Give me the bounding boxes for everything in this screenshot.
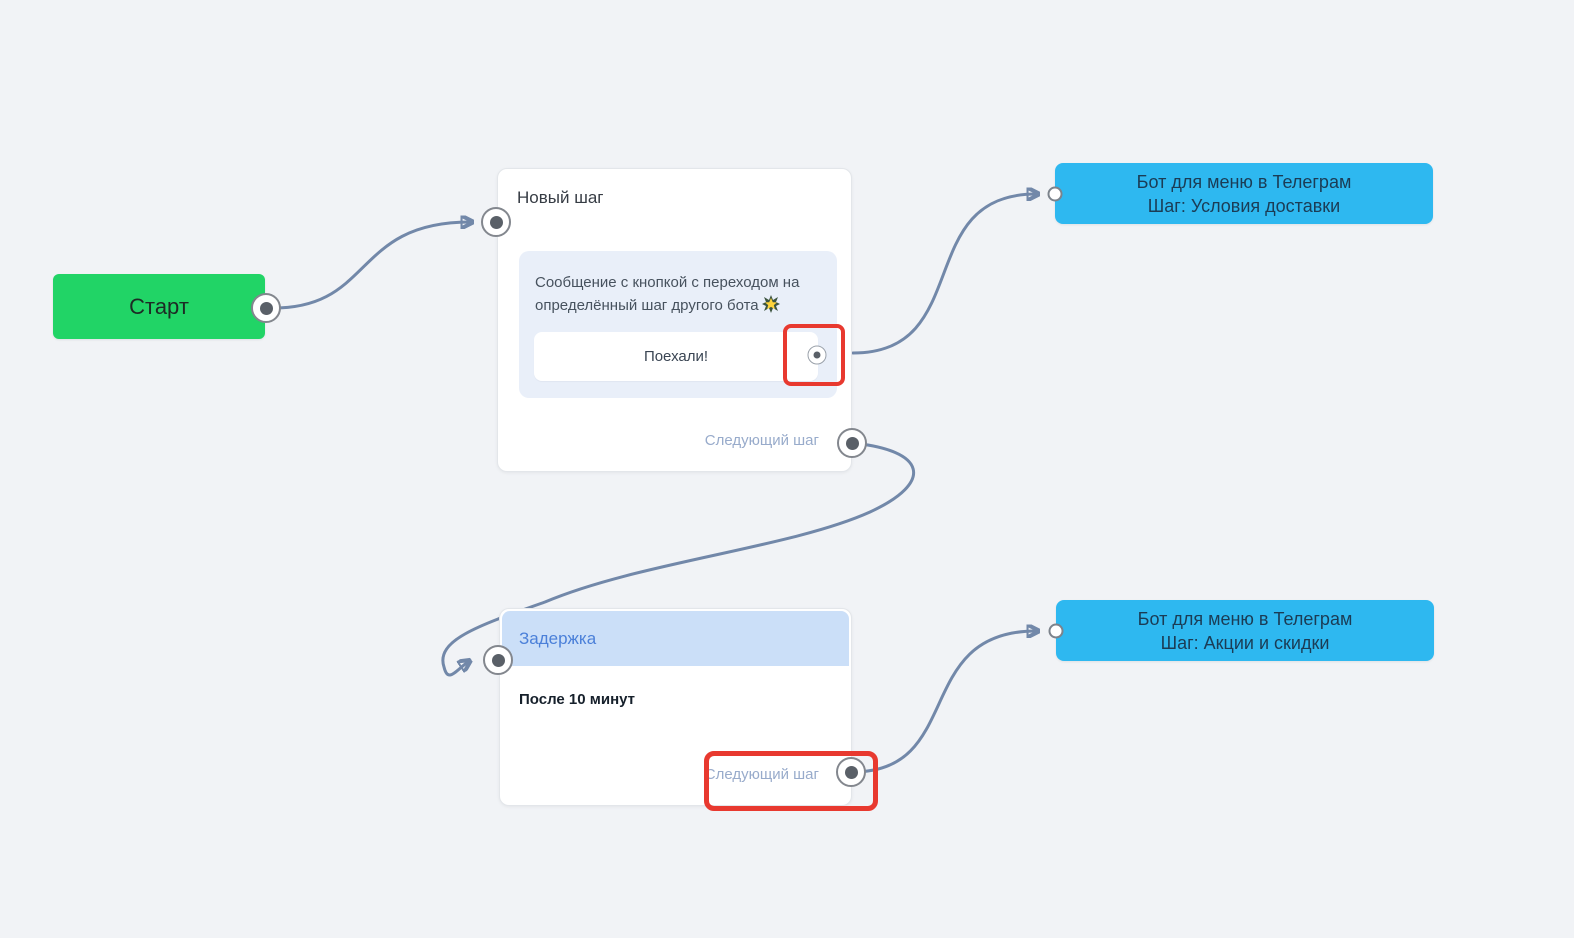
highlight-box-button-port bbox=[783, 324, 845, 386]
message-block[interactable]: Сообщение с кнопкой с переходом на опред… bbox=[519, 251, 837, 398]
edge-start-to-newstep[interactable] bbox=[264, 222, 470, 310]
delay-header: Задержка bbox=[502, 611, 849, 666]
delay-body-text: После 10 минут bbox=[519, 691, 636, 708]
target-node-delivery[interactable]: Бот для меню в Телеграм Шаг: Условия дос… bbox=[1055, 163, 1433, 224]
poehali-button[interactable]: Поехали! bbox=[534, 332, 818, 381]
promos-input-port[interactable] bbox=[1048, 623, 1064, 639]
delivery-input-port[interactable] bbox=[1047, 186, 1063, 202]
port-dot bbox=[489, 215, 503, 229]
port-dot bbox=[845, 436, 859, 450]
delay-next-port[interactable] bbox=[836, 757, 866, 787]
port-dot bbox=[491, 653, 505, 667]
edge-delay-to-promos[interactable] bbox=[851, 631, 1036, 774]
target-node-line2: Шаг: Акции и скидки bbox=[1160, 632, 1330, 653]
collision-emoji bbox=[761, 295, 780, 320]
next-step-label: Следующий шаг bbox=[704, 766, 819, 783]
delay-input-port[interactable] bbox=[483, 645, 513, 675]
target-node-line1: Бот для меню в Телеграм bbox=[1137, 608, 1353, 629]
next-step-label: Следующий шаг bbox=[704, 432, 819, 449]
port-dot bbox=[259, 301, 273, 315]
delay-node[interactable]: Задержка После 10 минут Следующий шаг bbox=[499, 608, 852, 806]
poehali-button-label: Поехали! bbox=[643, 348, 709, 365]
start-output-port[interactable] bbox=[251, 293, 281, 323]
poehali-button-port[interactable] bbox=[807, 345, 827, 365]
new-step-next-port[interactable] bbox=[837, 428, 867, 458]
delay-title: Задержка bbox=[519, 628, 597, 648]
port-dot bbox=[813, 351, 821, 359]
start-node[interactable]: Старт bbox=[53, 274, 265, 339]
highlight-box-next-step bbox=[704, 751, 878, 811]
new-step-input-port[interactable] bbox=[481, 207, 511, 237]
target-node-line2: Шаг: Условия доставки bbox=[1147, 195, 1341, 216]
new-step-title: Новый шаг bbox=[517, 188, 604, 207]
target-node-line1: Бот для меню в Телеграм bbox=[1136, 171, 1352, 192]
target-node-promos[interactable]: Бот для меню в Телеграм Шаг: Акции и ски… bbox=[1056, 600, 1434, 661]
edge-button-to-delivery[interactable] bbox=[851, 194, 1036, 355]
message-text: Сообщение с кнопкой с переходом на опред… bbox=[535, 271, 821, 320]
port-dot bbox=[844, 765, 858, 779]
start-node-label: Старт bbox=[129, 293, 189, 319]
edge-nextstep-to-delay[interactable] bbox=[441, 441, 916, 677]
new-step-node[interactable]: Новый шаг Сообщение с кнопкой с переходо… bbox=[497, 168, 852, 472]
